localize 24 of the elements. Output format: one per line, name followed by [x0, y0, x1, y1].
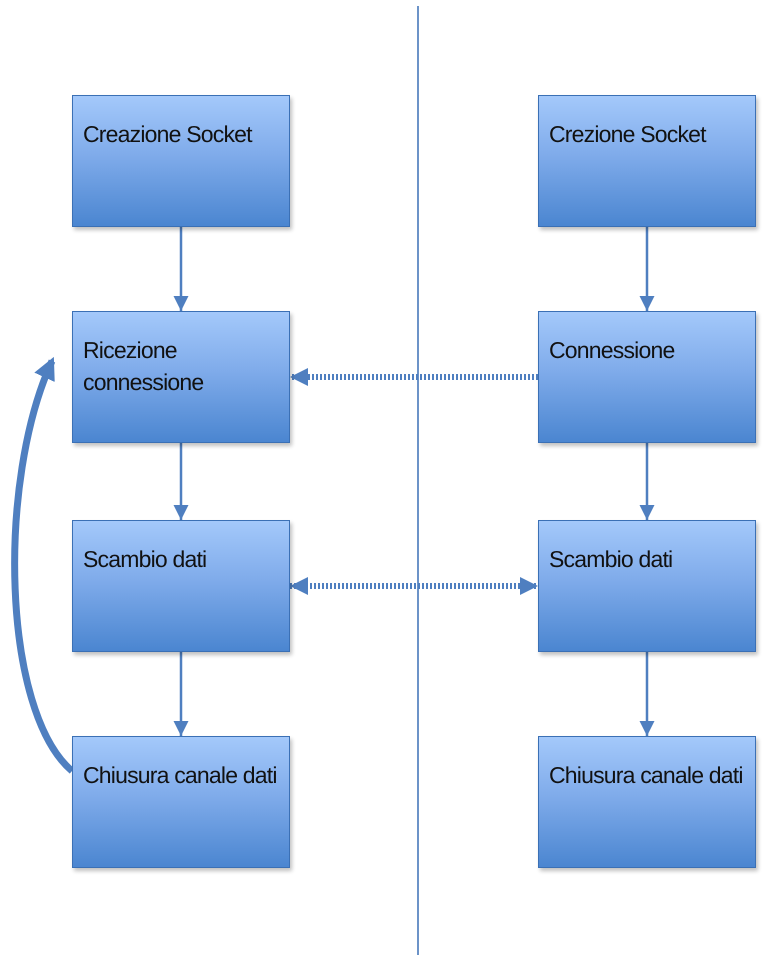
arrow: [174, 227, 188, 311]
arrow: [640, 652, 654, 736]
process-box: [538, 520, 756, 652]
box-label: Creazione Socket: [83, 120, 254, 149]
arrow: [290, 577, 538, 595]
process-box: [538, 736, 756, 868]
process-box: [72, 95, 290, 227]
box-label: Scambio dati: [83, 545, 208, 574]
arrow: [640, 227, 654, 311]
arrow: [174, 443, 188, 520]
box-label: Scambio dati: [549, 545, 674, 574]
arrow: [174, 652, 188, 736]
process-box: [72, 736, 290, 868]
box-label: Crezione Socket: [549, 120, 708, 149]
process-box: [72, 311, 290, 443]
process-box: [72, 520, 290, 652]
process-box: [538, 311, 756, 443]
box-label: Connessione: [549, 336, 676, 365]
arrow: [640, 443, 654, 520]
box-label: Chiusura canale dati: [83, 761, 278, 790]
process-box: [538, 95, 756, 227]
arrow: [290, 368, 538, 386]
box-label: Ricezione connessione: [83, 336, 204, 398]
box-label: Chiusura canale dati: [549, 761, 744, 790]
